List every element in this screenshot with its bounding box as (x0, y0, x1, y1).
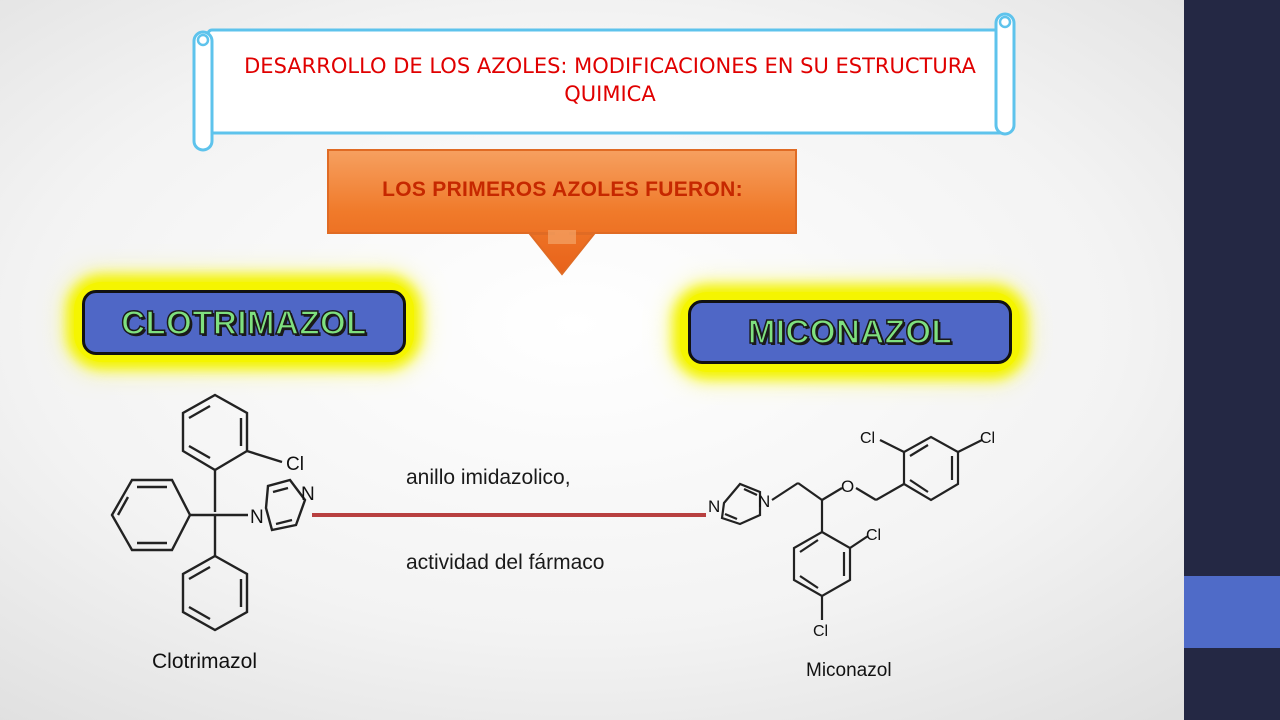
annotation-imidazole-ring: anillo imidazolico, (406, 466, 571, 489)
miconazol-atom-o: O (841, 477, 854, 496)
miconazol-label: MICONAZOL (747, 312, 953, 351)
miconazol-atom-cl2: Cl (980, 430, 995, 447)
miconazol-atom-cl4: Cl (813, 623, 828, 640)
clotrimazol-atom-n2: N (301, 484, 315, 505)
arrow-heading: LOS PRIMEROS AZOLES FUERON: (382, 178, 743, 201)
miconazol-atom-cl3: Cl (866, 527, 881, 544)
miconazol-atom-n1: N (708, 497, 720, 516)
clotrimazol-structure (110, 393, 307, 632)
miconazol-label-box: MICONAZOL (688, 300, 1012, 364)
miconazol-atom-cl1: Cl (860, 430, 875, 447)
clotrimazol-label: CLOTRIMAZOL (120, 303, 367, 342)
clotrimazol-caption: Clotrimazol (152, 650, 257, 673)
molecular-structures: Cl N N Clotrimazol N N O Cl Cl Cl Cl Mic… (110, 393, 995, 681)
slide-sidebar-accent (1184, 576, 1280, 648)
scroll-banner (192, 12, 1016, 152)
miconazol-structure (720, 435, 983, 620)
clotrimazol-atom-cl: Cl (286, 454, 304, 475)
clotrimazol-label-box: CLOTRIMAZOL (82, 290, 406, 355)
down-arrow-callout (327, 149, 797, 276)
slide-title: DESARROLLO DE LOS AZOLES: MODIFICACIONES… (244, 54, 976, 106)
miconazol-caption: Miconazol (806, 660, 892, 681)
clotrimazol-atom-n1: N (250, 507, 264, 528)
miconazol-atom-n2: N (758, 492, 770, 511)
annotation-drug-activity: actividad del fármaco (406, 551, 605, 574)
